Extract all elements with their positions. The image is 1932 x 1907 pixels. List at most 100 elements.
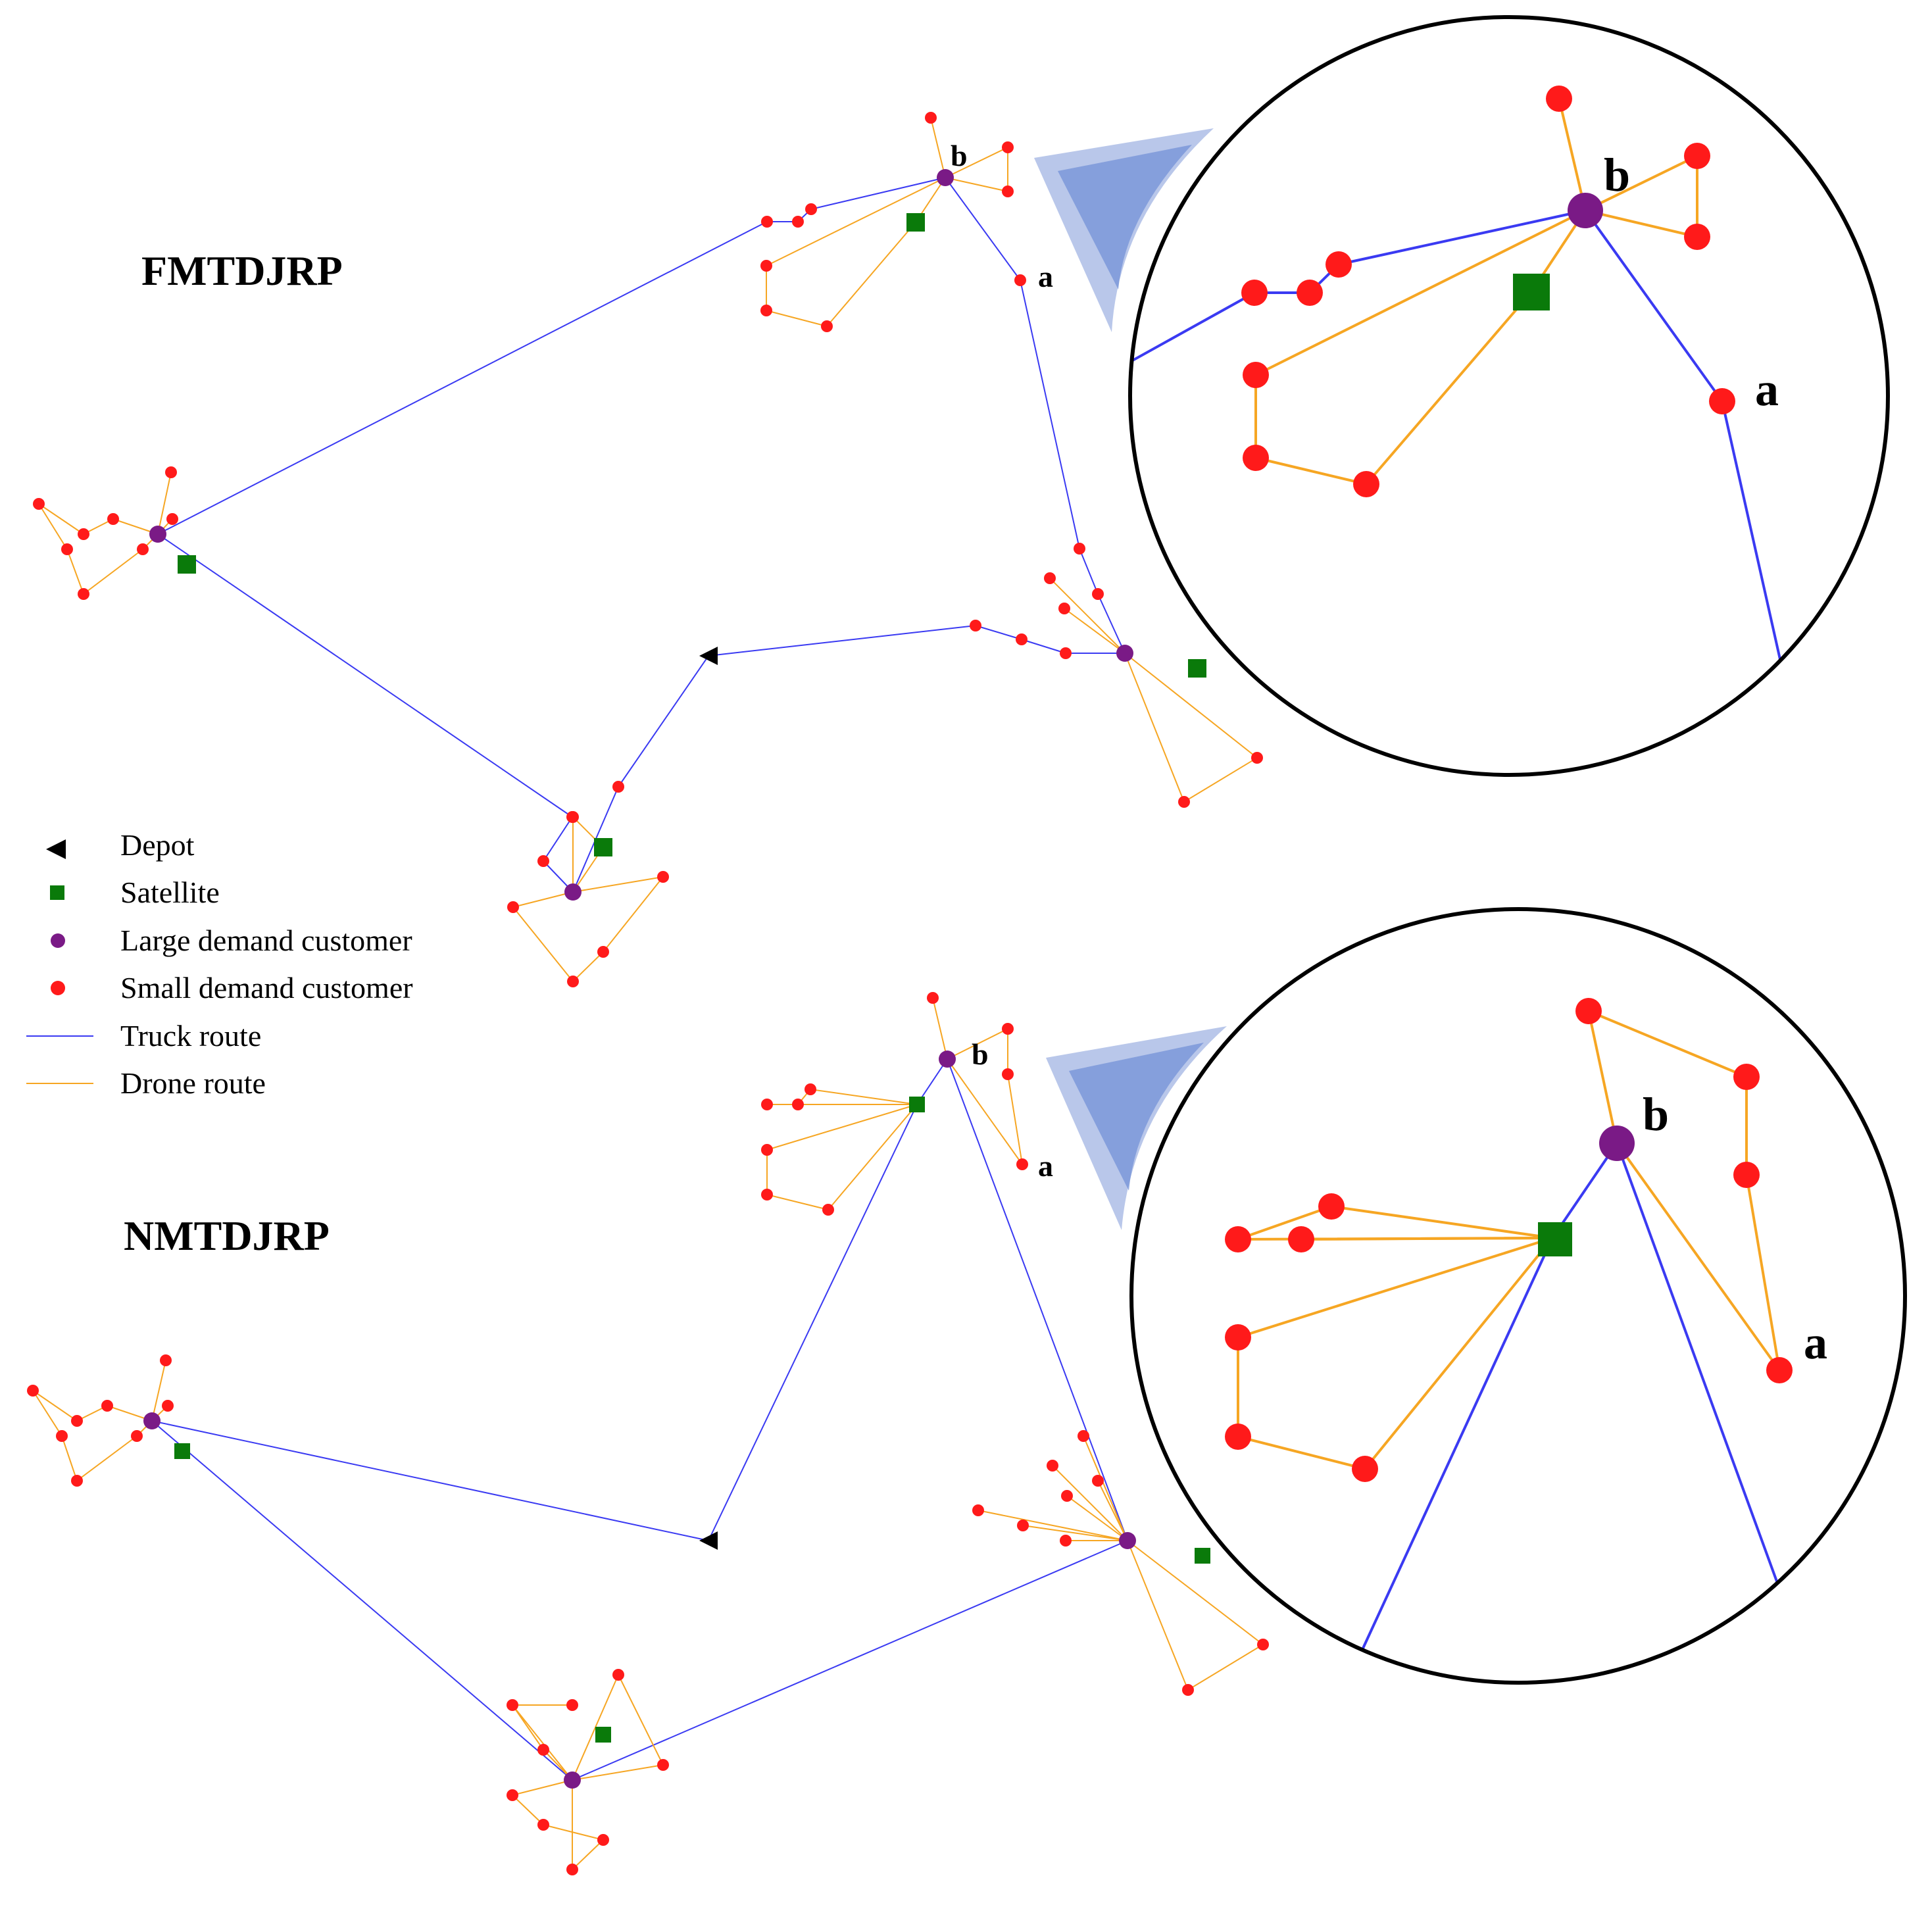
zoom-top-small-9 xyxy=(1353,471,1379,497)
small-customer-nmtdjrp-19 xyxy=(1047,1460,1058,1472)
panel-fmtdjrp xyxy=(33,112,1263,987)
satellite-fmtdjrp-0 xyxy=(906,213,925,232)
small-customer-nmtdjrp-15 xyxy=(56,1430,68,1442)
small-customer-nmtdjrp-18 xyxy=(1077,1430,1089,1442)
zoom-pointer-bottom xyxy=(1046,1026,1227,1230)
small-customer-nmtdjrp-1 xyxy=(1002,1023,1014,1035)
small-customer-nmtdjrp-29 xyxy=(566,1699,578,1711)
small-customer-fmtdjrp-23 xyxy=(1016,633,1028,645)
large-customer-fmtdjrp-1 xyxy=(149,526,166,543)
zoom-circle-top-content xyxy=(1130,86,1784,672)
small-customer-fmtdjrp-16 xyxy=(78,588,89,600)
small-customer-nmtdjrp-21 xyxy=(1061,1490,1073,1502)
small-customer-fmtdjrp-34 xyxy=(597,946,609,958)
small-customer-fmtdjrp-17 xyxy=(137,543,149,555)
panel-nmtdjrp xyxy=(27,992,1269,1875)
legend-small-label: Small demand customer xyxy=(120,971,413,1004)
large-customer-nmtdjrp-2 xyxy=(1119,1532,1136,1549)
zoom-top-satellite xyxy=(1513,274,1550,310)
panel-title-fmtdjrp: FMTDJRP xyxy=(141,247,343,294)
zoom-top-small-8 xyxy=(1243,445,1269,471)
small-customer-nmtdjrp-22 xyxy=(972,1504,984,1516)
zoom-top-small-0 xyxy=(1546,86,1572,112)
depot-nmtdjrp xyxy=(699,1531,718,1550)
small-customer-fmtdjrp-8 xyxy=(760,305,772,316)
small-customer-nmtdjrp-31 xyxy=(657,1759,669,1771)
small-customer-nmtdjrp-12 xyxy=(101,1400,113,1412)
label-a-bottom: a xyxy=(1038,1149,1053,1183)
small-customer-nmtdjrp-27 xyxy=(612,1669,624,1681)
legend-depot-label: Depot xyxy=(120,828,195,862)
large-customer-nmtdjrp-3 xyxy=(564,1771,581,1789)
small-customer-fmtdjrp-26 xyxy=(1178,796,1190,808)
small-customer-nmtdjrp-24 xyxy=(1060,1535,1072,1547)
small-customer-fmtdjrp-10 xyxy=(165,466,177,478)
small-customer-nmtdjrp-33 xyxy=(537,1819,549,1831)
zoom-bottom-small-5 xyxy=(1225,1226,1251,1252)
satellite-nmtdjrp-3 xyxy=(595,1727,611,1743)
small-customer-fmtdjrp-29 xyxy=(567,811,579,823)
small-customer-fmtdjrp-2 xyxy=(1002,186,1014,197)
satellite-nmtdjrp-1 xyxy=(174,1443,190,1459)
drone-route-fmtdjrp-6 xyxy=(1049,578,1126,654)
zoom-bottom-truck-left xyxy=(1360,1237,1554,1652)
satellite-fmtdjrp-1 xyxy=(178,555,196,574)
small-customer-fmtdjrp-21 xyxy=(1058,603,1070,614)
truck-route-nmtdjrp xyxy=(151,1058,1128,1781)
zoom-top-small-3 xyxy=(1709,388,1735,414)
legend-large-label: Large demand customer xyxy=(120,924,412,957)
zoom-circle-top-border xyxy=(1128,15,1890,777)
small-customer-nmtdjrp-10 xyxy=(160,1354,172,1366)
satellite-fmtdjrp-3 xyxy=(594,838,612,856)
small-customer-fmtdjrp-27 xyxy=(612,781,624,793)
large-customer-fmtdjrp-0 xyxy=(937,169,954,186)
zoom-pointer-top xyxy=(1034,128,1214,332)
small-customer-nmtdjrp-17 xyxy=(131,1430,143,1442)
small-customer-nmtdjrp-0 xyxy=(927,992,939,1004)
drone-route-nmtdjrp-9 xyxy=(1052,1465,1128,1541)
drone-route-fmtdjrp-3 xyxy=(157,472,172,535)
zoom-bottom-drone-spoke xyxy=(1587,1010,1618,1145)
small-customer-nmtdjrp-8 xyxy=(761,1189,773,1201)
small-customer-nmtdjrp-13 xyxy=(71,1415,83,1427)
drone-route-nmtdjrp-17 xyxy=(572,1674,664,1781)
legend-depot-marker xyxy=(46,839,66,859)
zoom-top-drone-loop1 xyxy=(1584,155,1698,238)
zoom-bottom-small-9 xyxy=(1352,1456,1378,1482)
zoom-top-small-5 xyxy=(1297,280,1323,306)
small-customer-nmtdjrp-23 xyxy=(1017,1520,1029,1531)
small-customer-nmtdjrp-25 xyxy=(1257,1639,1269,1650)
zoom-label-a-bottom: a xyxy=(1804,1316,1827,1369)
depot-fmtdjrp xyxy=(699,647,718,665)
small-customer-fmtdjrp-3 xyxy=(1014,274,1026,286)
small-customer-nmtdjrp-32 xyxy=(507,1789,518,1801)
small-customer-fmtdjrp-5 xyxy=(792,216,804,228)
small-customer-fmtdjrp-19 xyxy=(1044,572,1056,584)
small-customer-nmtdjrp-30 xyxy=(537,1744,549,1756)
small-customer-fmtdjrp-15 xyxy=(61,543,73,555)
small-customer-nmtdjrp-7 xyxy=(761,1144,773,1156)
small-customer-fmtdjrp-24 xyxy=(1060,647,1072,659)
drone-route-fmtdjrp-1 xyxy=(930,117,946,178)
small-customer-fmtdjrp-11 xyxy=(166,513,178,525)
large-customer-fmtdjrp-2 xyxy=(1116,645,1133,662)
zoom-top-small-2 xyxy=(1684,224,1710,250)
zoom-label-b-bottom: b xyxy=(1643,1088,1669,1141)
small-customer-fmtdjrp-32 xyxy=(507,901,519,913)
zoom-bottom-small-4 xyxy=(1318,1193,1345,1220)
drone-route-nmtdjrp-18 xyxy=(512,1779,604,1870)
drone-route-nmtdjrp-12 xyxy=(978,1510,1128,1541)
small-customer-nmtdjrp-3 xyxy=(1016,1158,1028,1170)
zoom-top-drone-loop2 xyxy=(1254,209,1587,485)
small-customer-fmtdjrp-20 xyxy=(1092,588,1104,600)
zoom-top-small-4 xyxy=(1325,251,1352,278)
truck-route-fmtdjrp xyxy=(157,177,1126,893)
large-customer-fmtdjrp-3 xyxy=(564,883,582,901)
zoom-top-large xyxy=(1568,193,1603,228)
small-customer-fmtdjrp-6 xyxy=(761,216,773,228)
small-customer-fmtdjrp-25 xyxy=(1251,752,1263,764)
drone-route-nmtdjrp-4 xyxy=(766,1104,918,1210)
satellite-nmtdjrp-0 xyxy=(909,1097,925,1112)
